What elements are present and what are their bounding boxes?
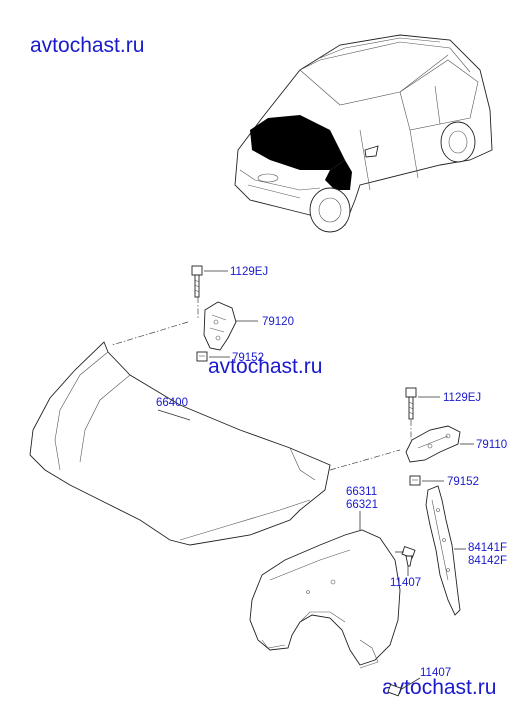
screw-icon xyxy=(387,683,402,697)
label-66311: 66311 xyxy=(346,486,377,498)
label-79152-right: 79152 xyxy=(447,476,479,488)
label-66400: 66400 xyxy=(156,397,188,409)
label-1129EJ-right: 1129EJ xyxy=(443,392,481,404)
watermark-top: avtochast.ru xyxy=(30,34,144,57)
label-79120: 79120 xyxy=(262,316,294,328)
screw-icon xyxy=(401,545,416,567)
watermark-middle: avtochast.ru xyxy=(208,355,322,378)
label-66321: 66321 xyxy=(346,499,378,511)
hood-hinge-right xyxy=(405,425,461,463)
label-11407-mid: 11407 xyxy=(390,577,421,589)
fender-highlight xyxy=(325,160,352,190)
label-84142F: 84142F xyxy=(468,555,507,567)
label-1129EJ-top: 1129EJ xyxy=(230,266,268,278)
hood-hinge-left xyxy=(203,301,237,351)
watermark-bottom: avtochast.ru xyxy=(382,676,496,699)
label-11407-bottom: 11407 xyxy=(420,667,451,679)
hood-highlight xyxy=(250,115,345,170)
bolt-icon xyxy=(405,387,417,420)
front-fender xyxy=(249,529,401,669)
label-79152-left: 79152 xyxy=(232,352,264,364)
label-84141F: 84141F xyxy=(468,542,507,554)
bolt-icon xyxy=(191,265,203,298)
fender-seal-strip xyxy=(425,485,461,616)
nut-icon xyxy=(409,475,421,486)
label-79110: 79110 xyxy=(476,439,507,451)
hood-panel xyxy=(29,341,331,546)
car-illustration xyxy=(234,34,493,233)
nut-icon xyxy=(196,351,208,362)
